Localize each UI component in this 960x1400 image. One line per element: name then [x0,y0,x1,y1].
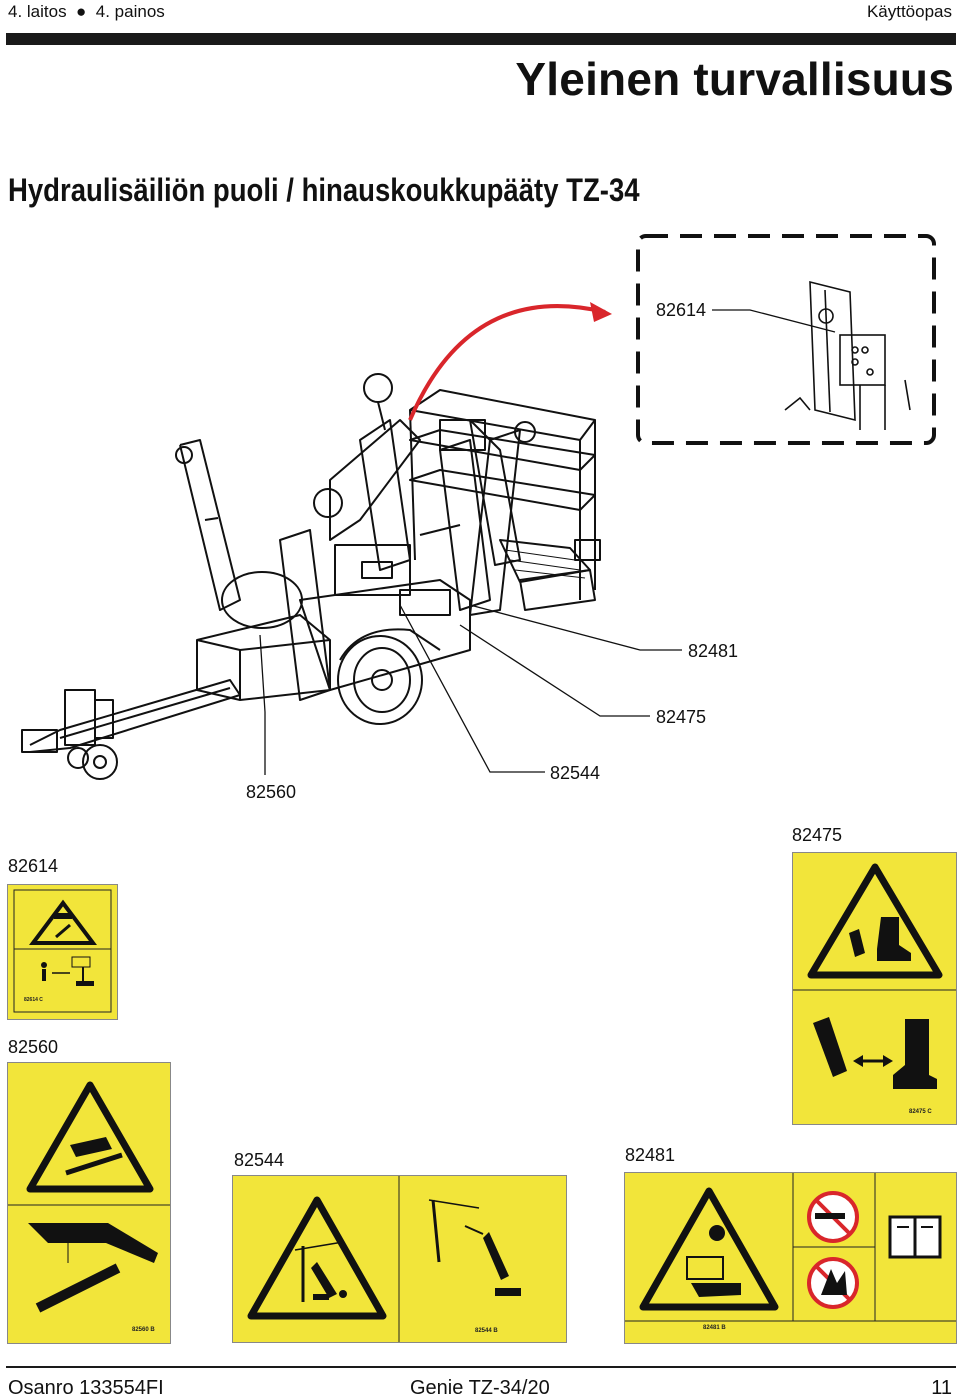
edition-info: 4. laitos ● 4. painos [8,2,165,22]
warning-triangle-icon [247,1196,387,1320]
decal-82614: 82614 C [7,884,118,1020]
decal-82481: 82481 B [624,1172,957,1344]
warning-triangle-icon [26,1081,154,1193]
warning-triangle-icon [639,1187,779,1311]
manual-book-icon [888,1215,942,1259]
decal-82560-label: 82560 [8,1037,59,1057]
callout-82614: 82614 [656,300,707,320]
page-title: Yleinen turvallisuus [515,53,954,105]
footer-rule [6,1366,956,1368]
callout-82481: 82481 [688,641,739,661]
section-subtitle: Hydraulisäiliön puoli / hinauskoukkupäät… [8,172,640,208]
callout-82560: 82560 [246,782,297,802]
red-arrow-icon [408,304,606,421]
model-name: Genie TZ-34/20 [410,1377,550,1399]
decal-82475-code: 82475 C [909,1109,932,1115]
header-rule [6,33,956,45]
edition-text: 4. laitos [8,2,67,21]
decal-82481-label: 82481 [625,1145,676,1165]
decal-82475: 82475 C [792,852,957,1125]
decal-82481-code: 82481 B [703,1325,726,1331]
decal-82544-label: 82544 [234,1150,285,1170]
decal-82475-label: 82475 [792,825,843,845]
warning-triangle-icon [807,863,943,979]
machine-illustration [21,234,936,780]
decal-82544-code: 82544 B [475,1328,498,1334]
callout-82475: 82475 [656,707,707,727]
page-number: 11 [931,1377,952,1399]
decal-82544: 82544 B [232,1175,567,1343]
warning-triangle-icon [29,899,97,945]
decal-82560-code: 82560 B [132,1327,155,1333]
decal-82614-label: 82614 [8,856,59,876]
part-number: Osanro 133554FI [8,1377,164,1399]
callout-82544: 82544 [550,763,601,783]
manual-type: Käyttöopas [866,2,952,21]
decal-82560: 82560 B [7,1062,171,1344]
inset-frame [636,234,936,445]
bullet-icon: ● [71,2,92,21]
printing-text: 4. painos [95,2,165,21]
decal-82614-code: 82614 C [24,997,43,1003]
